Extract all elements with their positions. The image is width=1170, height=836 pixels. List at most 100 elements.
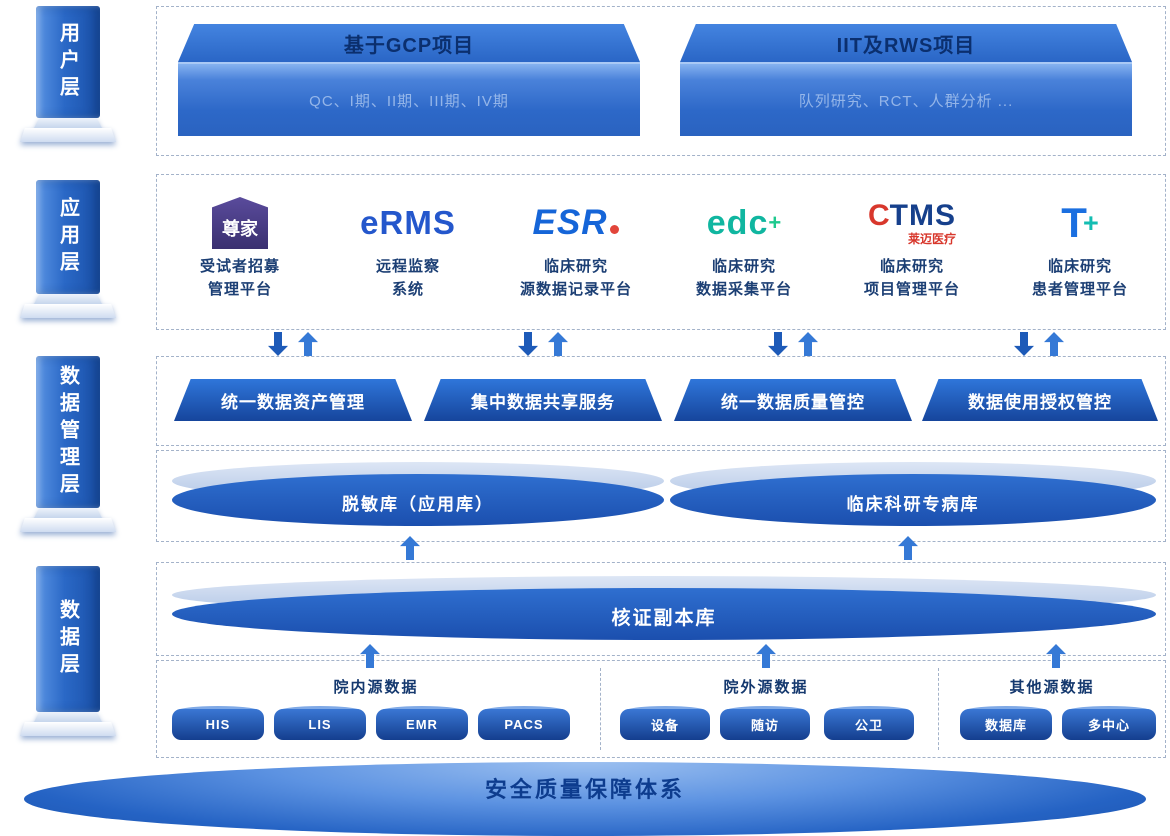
source-lis-cylinder: LIS	[274, 706, 366, 742]
tplus-logo-icon: T+	[1061, 190, 1098, 256]
rail-layer-user: 用户层	[36, 6, 100, 118]
app-layer-frame	[156, 174, 1166, 330]
down-arrow-icon	[518, 332, 538, 356]
app-caption: 远程监察 系统	[376, 256, 440, 301]
tplus-logo-plus: +	[1082, 207, 1099, 238]
up-arrow-icon	[298, 332, 318, 356]
caption-line: 临床研究	[711, 258, 776, 275]
up-arrow-icon	[798, 332, 818, 356]
desensitized-db-disk: 脱敏库（应用库）	[172, 462, 664, 526]
rail-pedestal	[20, 508, 116, 536]
core-db-frame	[156, 562, 1166, 656]
source-database-cylinder: 数据库	[960, 706, 1052, 742]
data-mgmt-services-frame	[156, 356, 1166, 446]
edc-logo-icon: edc+	[707, 190, 781, 256]
app-data-capture: edc+ 临床研究 数据采集平台	[660, 190, 828, 320]
ctms-logo-c: C	[868, 199, 890, 232]
disk-body: 临床科研专病库	[670, 474, 1156, 526]
source-followup-label: 随访	[750, 718, 779, 733]
ctms-logo-text: TMS	[889, 199, 956, 232]
other-sources-title: 其他源数据	[1009, 679, 1095, 696]
slab-top-face: 基于GCP项目	[178, 24, 640, 62]
down-arrow-icon	[268, 332, 288, 356]
up-arrow-icon	[548, 332, 568, 356]
disk-body: 核证副本库	[172, 588, 1156, 640]
gcp-project-title: 基于GCP项目	[343, 34, 475, 57]
source-multicenter-label: 多中心	[1087, 718, 1130, 733]
iit-rws-project-title: IIT及RWS项目	[836, 34, 976, 57]
source-publichealth-label: 公卫	[854, 718, 883, 733]
esr-logo-icon: ESR	[533, 190, 620, 256]
disk-body: 脱敏库（应用库）	[172, 474, 664, 526]
rail-layer-data: 数据层	[36, 566, 100, 712]
service-data-quality: 统一数据质量管控	[674, 379, 912, 421]
source-emr-label: EMR	[406, 717, 438, 732]
recruitment-logo-icon: 尊家	[212, 190, 268, 256]
source-pacs-cylinder: PACS	[478, 706, 570, 742]
gcp-project-subtitle: QC、I期、II期、III期、IV期	[309, 92, 509, 110]
app-caption: 临床研究 源数据记录平台	[520, 256, 632, 301]
source-device-cylinder: 设备	[620, 706, 710, 742]
source-group-divider	[938, 668, 939, 750]
tplus-logo-text: T	[1061, 199, 1087, 246]
service-data-sharing: 集中数据共享服务	[424, 379, 662, 421]
service-data-asset-mgmt: 统一数据资产管理	[174, 379, 412, 421]
source-emr-cylinder: EMR	[376, 706, 468, 742]
caption-line: 源数据记录平台	[519, 280, 632, 298]
app-caption: 临床研究 项目管理平台	[864, 256, 960, 301]
caption-line: 受试者招募	[199, 258, 280, 275]
app-remote-monitoring: eRMS 远程监察 系统	[324, 190, 492, 320]
research-disease-db-label: 临床科研专病库	[846, 494, 980, 514]
down-arrow-icon	[1014, 332, 1034, 356]
recruitment-logo-mark: 尊家	[212, 197, 268, 249]
source-followup-cylinder: 随访	[720, 706, 810, 742]
erms-logo-text: eRMS	[360, 204, 456, 241]
app-source-data-record: ESR 临床研究 源数据记录平台	[492, 190, 660, 320]
source-multicenter-cylinder: 多中心	[1062, 706, 1156, 742]
app-subject-recruitment: 尊家 受试者招募 管理平台	[156, 190, 324, 320]
data-sources-frame	[156, 660, 1166, 758]
caption-line: 患者管理平台	[1031, 280, 1128, 298]
external-sources-title: 院外源数据	[723, 679, 809, 696]
source-pacs-label: PACS	[504, 717, 544, 732]
rail-layer-data-mgmt: 数据管理层	[36, 356, 100, 508]
caption-line: 临床研究	[879, 258, 944, 275]
source-lis-label: LIS	[308, 717, 332, 732]
user-layer-frame	[156, 6, 1166, 156]
source-his-label: HIS	[205, 717, 231, 732]
caption-line: 管理平台	[207, 280, 272, 298]
app-caption: 临床研究 数据采集平台	[696, 256, 792, 301]
caption-line: 项目管理平台	[863, 280, 960, 298]
security-base-ellipse	[24, 762, 1146, 836]
app-project-management: CTMS 莱迈医疗 临床研究 项目管理平台	[828, 190, 996, 320]
desensitized-db-label: 脱敏库（应用库）	[342, 494, 494, 514]
app-patient-management: T+ 临床研究 患者管理平台	[996, 190, 1164, 320]
slab-front-face: 队列研究、RCT、人群分析 ...	[680, 62, 1132, 136]
rail-pedestal	[20, 294, 116, 322]
source-group-divider	[600, 668, 601, 750]
iit-rws-project-slab: IIT及RWS项目 队列研究、RCT、人群分析 ...	[680, 24, 1132, 136]
certified-copy-db-label: 核证副本库	[611, 607, 717, 629]
hospital-sources-title: 院内源数据	[333, 679, 419, 696]
security-system-title: 安全质量保障体系	[484, 777, 685, 802]
caption-line: 系统	[391, 280, 424, 298]
rail-layer-application: 应用层	[36, 180, 100, 294]
source-database-label: 数据库	[984, 718, 1027, 733]
research-disease-db-disk: 临床科研专病库	[670, 462, 1156, 526]
source-his-cylinder: HIS	[172, 706, 264, 742]
caption-line: 数据采集平台	[695, 280, 792, 298]
up-arrow-icon	[1044, 332, 1064, 356]
gcp-project-slab: 基于GCP项目 QC、I期、II期、III期、IV期	[178, 24, 640, 136]
app-row: 尊家 受试者招募 管理平台 eRMS 远程监察 系统 ESR 临床研究 源数据记…	[156, 190, 1164, 320]
esr-logo-text: ESR	[533, 203, 620, 243]
caption-line: 临床研究	[1047, 258, 1112, 275]
caption-line: 远程监察	[375, 258, 440, 275]
certified-copy-db-disk: 核证副本库	[172, 576, 1156, 640]
app-caption: 临床研究 患者管理平台	[1032, 256, 1128, 301]
edc-logo-text: edc	[706, 203, 769, 242]
ctms-logo-icon: CTMS 莱迈医疗	[868, 190, 956, 256]
rail-pedestal	[20, 118, 116, 146]
down-arrow-icon	[768, 332, 788, 356]
slab-top-face: IIT及RWS项目	[680, 24, 1132, 62]
